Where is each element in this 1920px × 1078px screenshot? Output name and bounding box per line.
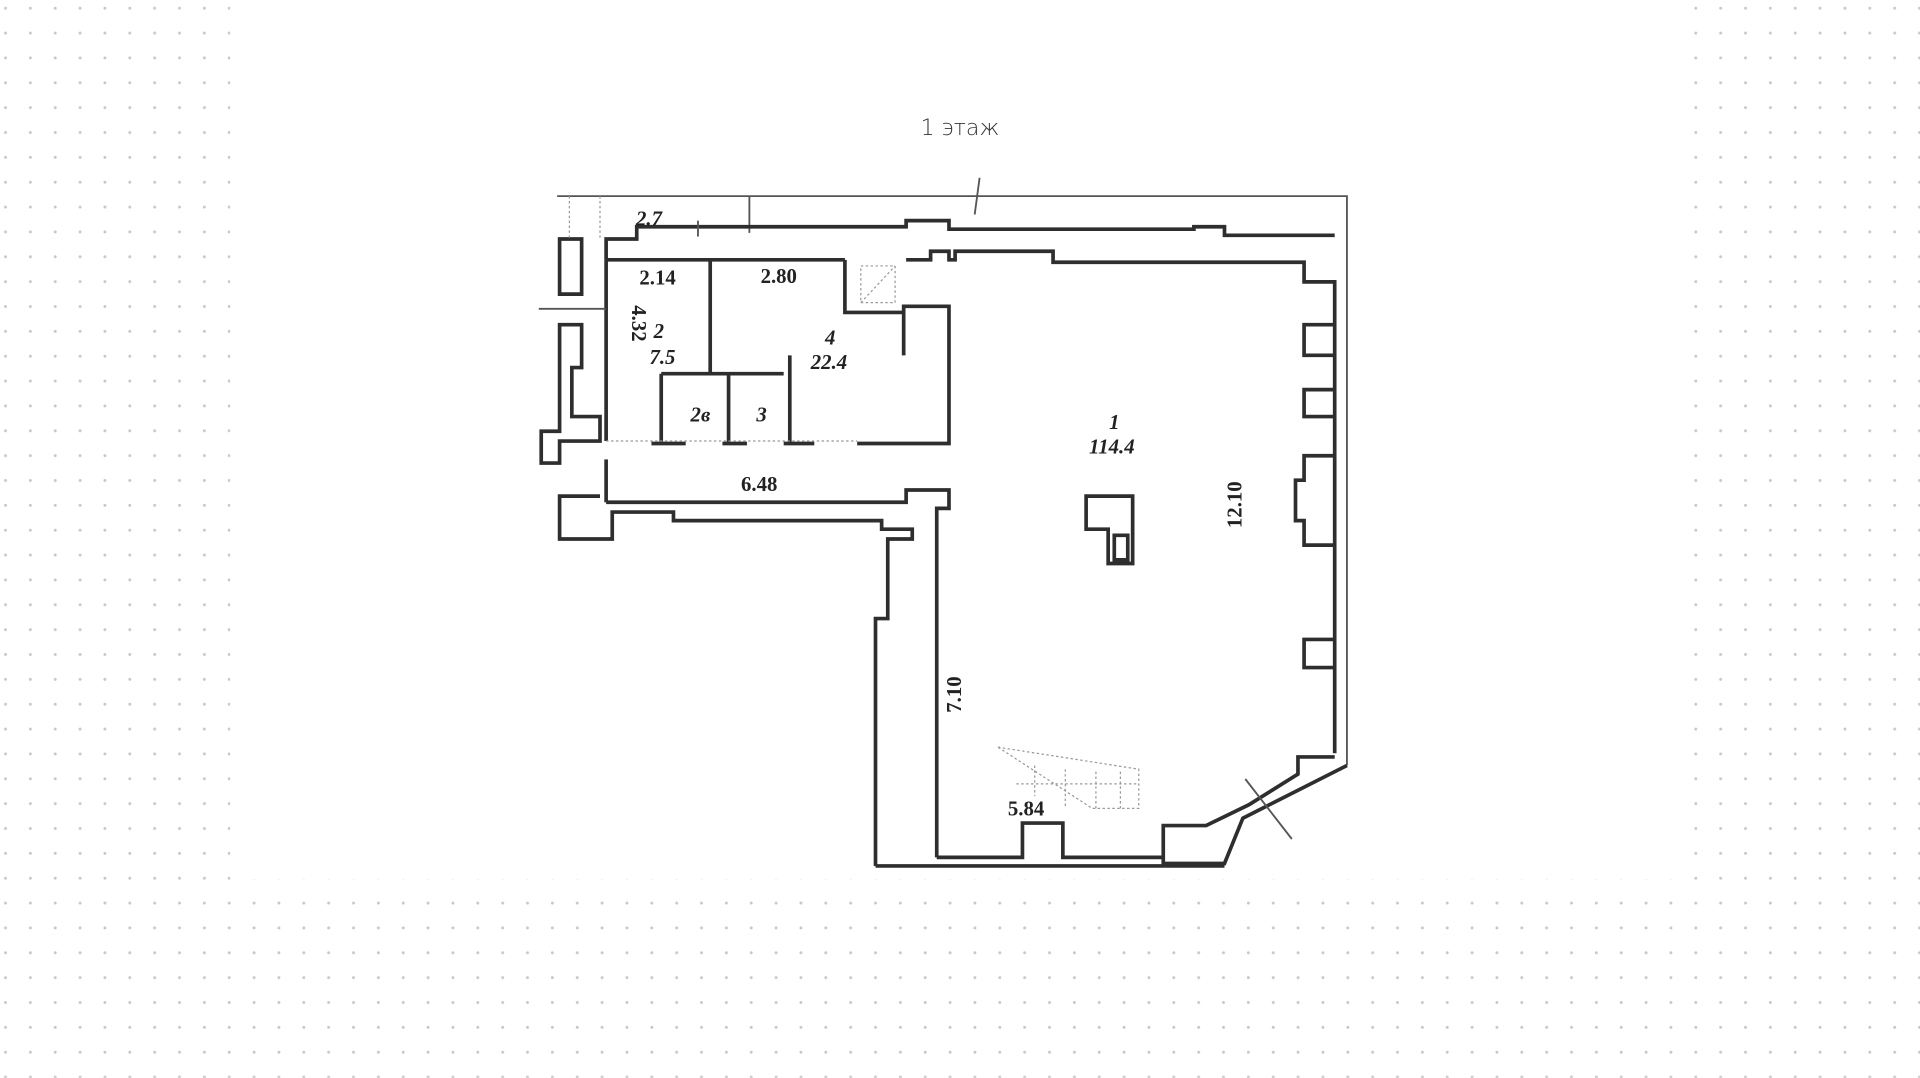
dimension-6-48: 6.48	[741, 472, 777, 496]
room-1-area: 114.4	[1089, 434, 1135, 458]
dimension-12-10: 12.10	[1223, 481, 1247, 528]
dimension-4-32: 4.32	[627, 305, 651, 341]
room-4-area: 22.4	[810, 350, 847, 374]
room-2-number: 2	[653, 319, 664, 343]
room-2v-number: 2в	[690, 402, 711, 426]
dimension-7-10: 7.10	[942, 676, 966, 712]
area-label-2-7: 2.7	[635, 207, 664, 231]
dimension-2-14: 2.14	[639, 265, 676, 289]
room-3-number: 3	[755, 402, 766, 426]
dimension-5-84: 5.84	[1008, 797, 1045, 821]
dimension-2-80: 2.80	[761, 264, 797, 288]
room-1-number: 1	[1109, 410, 1119, 434]
floor-title: 1 этаж	[921, 116, 1000, 141]
room-4-number: 4	[824, 325, 835, 349]
room-2-area: 7.5	[649, 345, 675, 369]
floor-plan	[538, 177, 1348, 868]
room-labels: 2.7 2.14 2.80 4.32 2 7.5 4 22.4 2в 3 1 1…	[627, 207, 1247, 821]
